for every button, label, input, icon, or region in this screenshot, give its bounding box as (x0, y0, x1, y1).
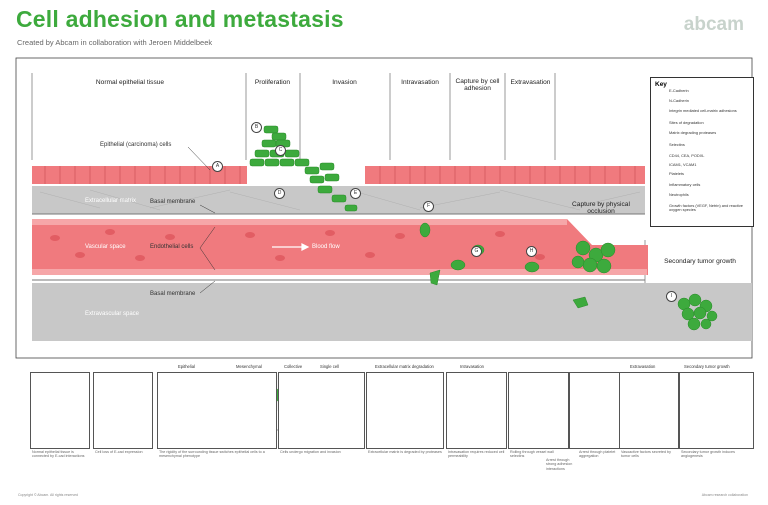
icam-icon (655, 163, 664, 170)
red-blood-cells (50, 229, 545, 261)
n-cadherin-icon (655, 99, 664, 106)
blood-flow-arrow (272, 243, 310, 251)
secondary-tumor (677, 293, 718, 331)
label-extravascular-space: Extravascular space (85, 311, 140, 317)
stage-invasion: Invasion (332, 79, 357, 86)
protease-icon (655, 131, 664, 138)
panel-caption-j: Secondary tumor growth induces angiogene… (681, 450, 735, 459)
selectin-icon (655, 143, 664, 150)
stage-secondary-tumor: Secondary tumor growth (664, 258, 736, 265)
footer-left: Copyright © Abcam. All rights reserved (18, 493, 78, 497)
panel-caption-h2: Arrest through platelet aggregation (579, 450, 616, 459)
panel-title-extravasation: Extravasation (630, 364, 656, 369)
panel-title-ecm-degradation: Extracellular matrix degradation (375, 364, 434, 369)
platelet-icon (655, 172, 664, 179)
panel-title-mesenchymal: Mesenchymal (236, 364, 262, 369)
cd44-icon (655, 154, 664, 161)
stage-intravasation: Intravasation (401, 79, 439, 86)
label-endothelial-cells: Endothelial cells (150, 244, 194, 250)
stage-normal-epithelial: Normal epithelial tissue (95, 79, 165, 86)
panel-j (679, 372, 754, 449)
marker-f: F (423, 201, 434, 212)
inflammatory-cell-icon (655, 183, 664, 190)
endothelium-top (32, 219, 567, 225)
e-cadherin-icon (655, 89, 664, 96)
label-epithelial-cells: Epithelial (carcinoma) cells (100, 142, 172, 148)
panel-caption-d: Cells undergo migration and invasion (280, 450, 341, 454)
panel-title-secondary: Secondary tumor growth (684, 364, 730, 369)
endothelium-bottom (32, 269, 647, 275)
stage-proliferation: Proliferation (254, 79, 291, 86)
label-vascular-space: Vascular space (85, 244, 126, 250)
epithelial-layer (32, 166, 645, 184)
panel-i (619, 372, 679, 449)
poster-title: Cell adhesion and metastasis (16, 6, 344, 32)
label-extracellular-matrix: Extracellular matrix (85, 198, 137, 204)
label-blood-flow: Blood flow (312, 244, 340, 250)
panel-a (30, 372, 90, 449)
panel-caption-a: Normal epithelial tissue is connected by… (32, 450, 85, 459)
panel-g (508, 372, 569, 449)
label-basal-membrane-bottom: Basal membrane (150, 291, 196, 297)
marker-c: C (275, 145, 286, 156)
integrin-icon (655, 109, 664, 116)
marker-i: I (666, 291, 677, 302)
brand-logo: abcam (683, 14, 744, 35)
panel-title-single-cell: Single cell (320, 364, 340, 369)
tumor-cluster (249, 125, 358, 212)
panel-caption-h: Arrest through strong adhesion interacti… (546, 458, 573, 471)
circulating-tumor-cells (419, 222, 616, 309)
neutrophil-icon (655, 193, 664, 200)
marker-g: G (471, 246, 482, 257)
panel-caption-c: The rigidity of the surrounding tissue s… (159, 450, 265, 459)
label-pointers (187, 146, 216, 294)
marker-e: E (350, 188, 361, 199)
key-title: Key (655, 81, 667, 88)
degradation-site-icon (655, 121, 664, 128)
panel-c (157, 372, 277, 449)
panel-caption-b: Cell loss of E-cad expression (95, 450, 143, 454)
marker-d: D (274, 188, 285, 199)
stage-capture-adhesion: Capture by cell adhesion (455, 78, 500, 92)
panel-d (278, 372, 365, 449)
panel-h (569, 372, 621, 449)
matrix-fibres (39, 189, 641, 211)
marker-h: H (526, 246, 537, 257)
panel-caption-i: Vasoactive factors secreted by tumor cel… (621, 450, 671, 459)
stage-capture-occlusion: Capture by physical occlusion (572, 201, 630, 215)
footer-right: Abcam research collaboration (701, 493, 748, 497)
growth-factor-icon (655, 204, 664, 211)
panel-title-collective: Collective (284, 364, 303, 369)
panel-title-intravasation: Intravasation (460, 364, 484, 369)
marker-a: A (212, 161, 223, 172)
panel-caption-e: Extracellular matrix is degraded by prot… (368, 450, 442, 454)
marker-b: B (251, 122, 262, 133)
extravascular-space (32, 283, 645, 341)
label-basal-membrane-top: Basal membrane (150, 199, 196, 205)
panel-f (446, 372, 507, 449)
panel-b (93, 372, 153, 449)
panel-caption-g: Rolling through vessel wall selectins (510, 450, 554, 459)
panel-title-epithelial: Epithelial (178, 364, 195, 369)
panel-e (366, 372, 444, 449)
stage-extravasation: Extravasation (510, 79, 551, 86)
poster-subtitle: Created by Abcam in collaboration with J… (17, 38, 213, 47)
key-legend: Key E-Cadherin N-Cadherin Integrin media… (650, 77, 754, 227)
panel-caption-f: Intravasation requires reduced cell perm… (448, 450, 505, 459)
